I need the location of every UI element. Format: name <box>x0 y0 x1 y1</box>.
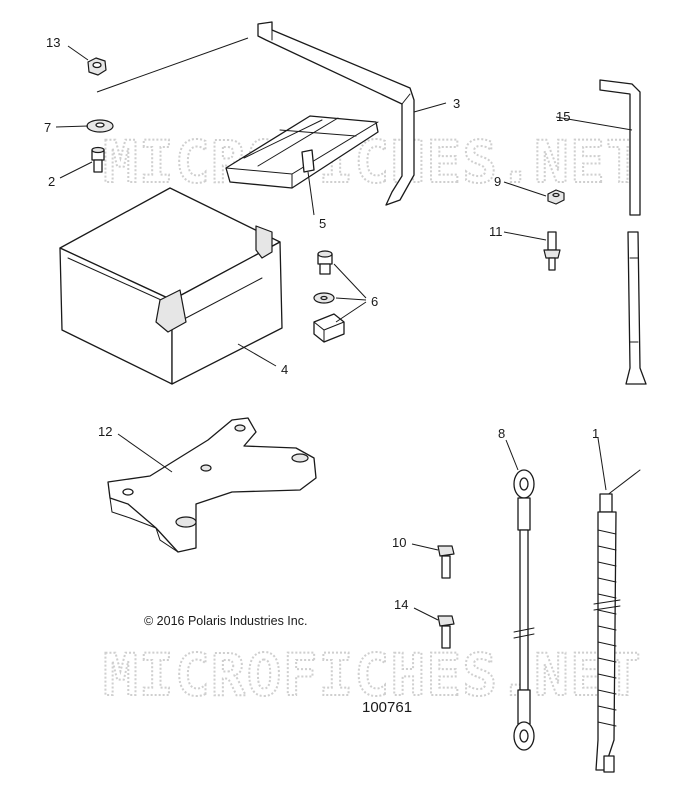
part-12-bracket <box>107 417 317 553</box>
part-3-strap <box>257 21 415 206</box>
part-9-nut <box>547 189 565 205</box>
callout-2: 2 <box>48 174 55 189</box>
callout-15: 15 <box>556 109 570 124</box>
part-14-bolt <box>437 615 455 649</box>
part-10-bolt <box>437 545 455 579</box>
callout-1: 1 <box>592 426 599 441</box>
part-2-bolt <box>91 146 105 173</box>
callout-3: 3 <box>453 96 460 111</box>
copyright-text: © 2016 Polaris Industries Inc. <box>144 614 307 628</box>
leader-lines <box>55 37 633 621</box>
part-8-cable <box>513 469 535 751</box>
callout-5: 5 <box>319 216 326 231</box>
part-11-stud <box>543 231 561 271</box>
callout-13: 13 <box>46 35 60 50</box>
callout-14: 14 <box>394 597 408 612</box>
diagram-number: 100761 <box>362 699 412 716</box>
part-5-pad <box>225 115 379 189</box>
part-7-washer <box>86 119 114 133</box>
part-1-harness <box>593 469 641 773</box>
watermark-bottom: MICROFICHES.NET <box>103 641 642 709</box>
part-6-hardware <box>313 250 345 343</box>
part-15-vent-tube <box>599 79 647 385</box>
callout-4: 4 <box>281 362 288 377</box>
callout-11: 11 <box>489 224 503 239</box>
part-4-battery <box>59 187 283 385</box>
callout-12: 12 <box>98 424 112 439</box>
callout-9: 9 <box>494 174 501 189</box>
callout-7: 7 <box>44 120 51 135</box>
watermark-top: MICROFICHES.NET <box>103 128 642 196</box>
part-13-nut <box>87 57 107 76</box>
callout-10: 10 <box>392 535 406 550</box>
callout-8: 8 <box>498 426 505 441</box>
callout-6: 6 <box>371 294 378 309</box>
